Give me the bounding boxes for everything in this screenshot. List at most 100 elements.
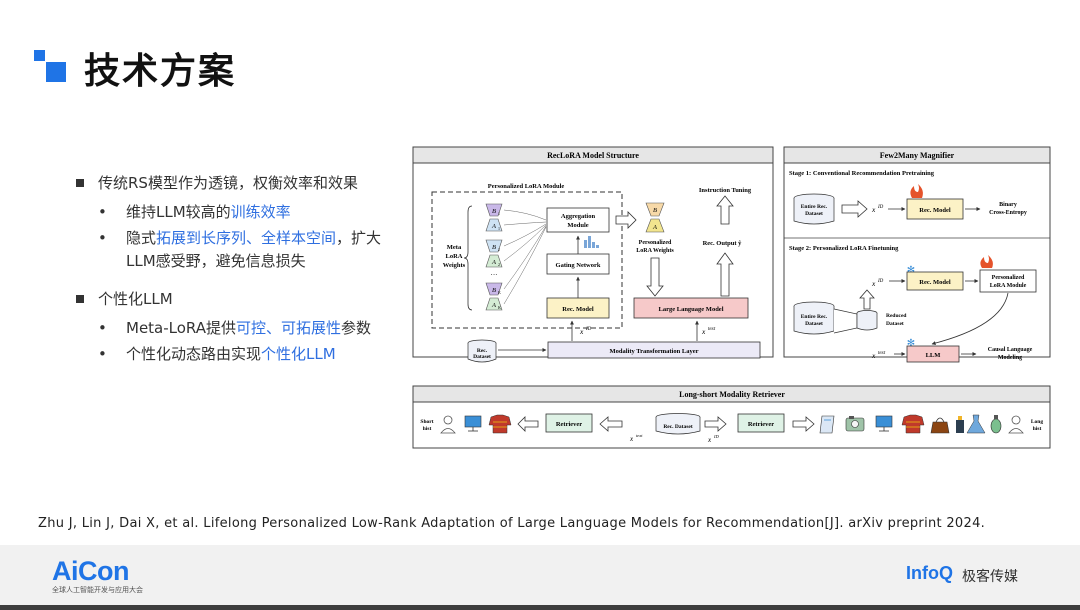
database-icon bbox=[467, 339, 497, 363]
svg-text:Modality Transformation Layer: Modality Transformation Layer bbox=[610, 348, 699, 355]
svg-text:Retriever: Retriever bbox=[556, 421, 582, 428]
dot-bullet-icon: • bbox=[98, 318, 107, 337]
bag-icon bbox=[930, 417, 950, 434]
footer-bottom-strip bbox=[0, 605, 1080, 610]
sub-bullet-item: • 隐式拓展到长序列、全样本空间，扩大LLM感受野，避免信息损失 bbox=[76, 227, 406, 272]
svg-text:Cross-Entropy: Cross-Entropy bbox=[989, 210, 1027, 216]
svg-text:A: A bbox=[652, 224, 657, 231]
svg-text:text: text bbox=[708, 327, 716, 332]
svg-text:Personalized: Personalized bbox=[639, 240, 672, 246]
hollow-arrow-icon bbox=[517, 416, 539, 432]
bullet-text: 个性化LLM bbox=[98, 290, 173, 308]
perfume-icon bbox=[990, 415, 1002, 434]
svg-text:Rec. Model: Rec. Model bbox=[919, 207, 951, 214]
bullet-text: 传统RS模型作为透镜，权衡效率和效果 bbox=[98, 174, 358, 192]
svg-text:Dataset: Dataset bbox=[473, 354, 491, 360]
footer-bar bbox=[0, 545, 1080, 605]
monitor-icon bbox=[464, 415, 482, 432]
modality-transformation-layer bbox=[547, 341, 761, 359]
geek-media-label: 极客传媒 bbox=[962, 569, 1018, 585]
svg-text:Causal Language: Causal Language bbox=[988, 347, 1033, 353]
svg-text:Stage 1: Conventional Recommen: Stage 1: Conventional Recommendation Pre… bbox=[789, 170, 935, 177]
aicon-subtitle: 全球人工智能开发与应用大会 bbox=[52, 586, 143, 594]
svg-text:Entire Rec.: Entire Rec. bbox=[801, 314, 828, 320]
svg-text:Dataset: Dataset bbox=[805, 211, 823, 217]
infoq-logo: InfoQ bbox=[906, 563, 953, 583]
svg-text:LLM: LLM bbox=[926, 352, 941, 359]
dot-bullet-icon: • bbox=[98, 345, 107, 363]
person-icon bbox=[1008, 415, 1024, 434]
svg-text:K: K bbox=[498, 290, 501, 295]
svg-text:Rec. Dataset: Rec. Dataset bbox=[663, 424, 692, 430]
svg-text:1: 1 bbox=[498, 211, 500, 216]
personalized-a-icon bbox=[645, 218, 665, 233]
svg-text:Binary: Binary bbox=[999, 202, 1017, 208]
svg-text:···: ··· bbox=[491, 271, 498, 279]
architecture-diagram: RecLoRA Model Structure Personalized LoR… bbox=[412, 146, 1051, 449]
personalized-lora-module-box bbox=[979, 269, 1037, 293]
few2many-panel: Few2Many Magnifier Stage 1: Conventional… bbox=[783, 146, 1051, 363]
svg-text:ID: ID bbox=[713, 434, 719, 439]
sub-bullet-item: • Meta-LoRA提供可控、可拓展性参数 bbox=[76, 317, 406, 340]
highlight-text: 可控、可拓展性 bbox=[236, 318, 342, 337]
plm-label: Personalized LoRA Module bbox=[488, 183, 565, 190]
svg-text:x: x bbox=[871, 279, 876, 288]
svg-text:ID: ID bbox=[585, 327, 592, 332]
hollow-arrow-icon bbox=[646, 257, 664, 297]
svg-text:✻: ✻ bbox=[907, 265, 915, 276]
bullet-text: 维持LLM较高的 bbox=[126, 202, 231, 221]
retriever-panel: Long-short Modality Retriever Short hist… bbox=[412, 385, 1051, 449]
highlight-text: 训练效率 bbox=[230, 202, 291, 221]
citation: Zhu J, Lin J, Dai X, et al. Lifelong Per… bbox=[38, 516, 986, 531]
fire-icon bbox=[910, 184, 923, 198]
svg-text:x: x bbox=[871, 351, 876, 360]
svg-text:x: x bbox=[707, 436, 712, 444]
dress-icon bbox=[966, 414, 986, 434]
svg-text:B: B bbox=[653, 207, 657, 214]
svg-text:Gating Network: Gating Network bbox=[556, 262, 601, 269]
retriever-box bbox=[737, 413, 785, 433]
retriever-box bbox=[545, 413, 593, 433]
svg-text:x: x bbox=[629, 435, 634, 443]
svg-text:Rec. Output ŷ: Rec. Output ŷ bbox=[703, 240, 743, 247]
rec-model-box bbox=[906, 271, 964, 291]
llm-box bbox=[906, 345, 960, 363]
sub-bullet-item: • 个性化动态路由实现个性化LLM bbox=[76, 343, 406, 366]
bullet-text: Meta-LoRA提供 bbox=[126, 318, 237, 337]
dot-bullet-icon: • bbox=[98, 202, 107, 221]
personalized-b-icon bbox=[645, 202, 665, 217]
database-icon bbox=[655, 413, 701, 435]
recora-structure-panel: RecLoRA Model Structure Personalized LoR… bbox=[412, 146, 774, 363]
svg-text:Retriever: Retriever bbox=[748, 421, 774, 428]
svg-text:Few2Many Magnifier: Few2Many Magnifier bbox=[880, 151, 955, 160]
fire-icon bbox=[980, 255, 993, 268]
svg-text:Rec. Model: Rec. Model bbox=[562, 306, 594, 313]
highlight-text: 个性化LLM bbox=[261, 345, 336, 363]
svg-text:A: A bbox=[491, 259, 496, 266]
hollow-arrow-icon bbox=[615, 211, 637, 229]
svg-text:B: B bbox=[492, 287, 496, 294]
svg-text:Rec. Model: Rec. Model bbox=[919, 279, 951, 286]
aggregation-module-box bbox=[546, 207, 610, 233]
camera-icon bbox=[845, 416, 865, 432]
svg-text:ID: ID bbox=[877, 205, 884, 210]
svg-text:ID: ID bbox=[877, 279, 884, 284]
svg-text:Rec.: Rec. bbox=[477, 348, 488, 354]
rec-model-box bbox=[906, 198, 964, 220]
svg-text:Long-short Modality Retriever: Long-short Modality Retriever bbox=[679, 390, 785, 399]
svg-text:Reduced: Reduced bbox=[886, 313, 906, 319]
llm-box bbox=[633, 297, 749, 319]
svg-text:Personalized: Personalized bbox=[992, 275, 1025, 281]
svg-text:Instruction Tuning: Instruction Tuning bbox=[699, 187, 752, 194]
database-icon bbox=[793, 301, 835, 335]
bullet-item: 个性化LLM bbox=[76, 288, 406, 311]
svg-text:text: text bbox=[878, 351, 886, 356]
sweater-icon bbox=[901, 414, 925, 434]
svg-text:1: 1 bbox=[498, 226, 500, 231]
svg-text:LoRA Module: LoRA Module bbox=[990, 283, 1027, 289]
svg-text:Long: Long bbox=[1031, 419, 1043, 425]
bullet-item: 传统RS模型作为透镜，权衡效率和效果 bbox=[76, 172, 406, 195]
svg-text:Stage 2: Personalized LoRA Fin: Stage 2: Personalized LoRA Finetuning bbox=[789, 245, 899, 252]
svg-text:text: text bbox=[636, 433, 643, 438]
weights-bar-icon bbox=[584, 236, 599, 248]
